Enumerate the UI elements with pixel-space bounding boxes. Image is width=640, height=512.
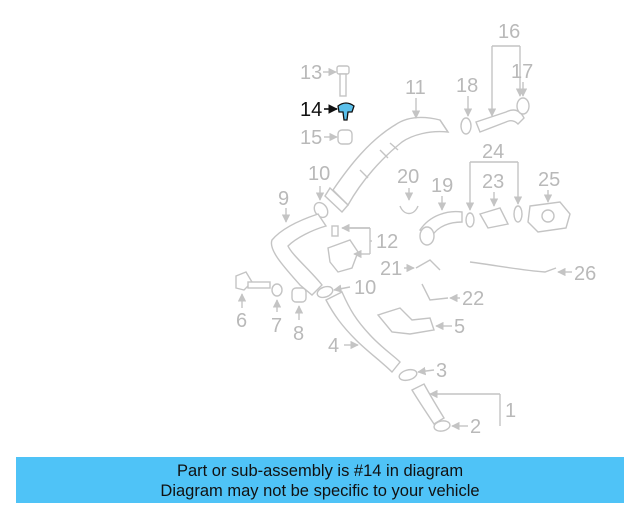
part-16-hose [475, 45, 525, 133]
label-11: 11 [405, 77, 426, 99]
label-3: 3 [436, 360, 447, 382]
label-15: 15 [300, 127, 322, 149]
part-1-pipe [411, 383, 501, 426]
part-3-clamp [398, 366, 435, 382]
label-7: 7 [271, 315, 282, 337]
part-18-clamp [460, 96, 473, 135]
part-14-clip [324, 102, 355, 121]
banner-line-1: Part or sub-assembly is #14 in diagram [176, 462, 464, 480]
label-4: 4 [328, 335, 339, 357]
label-6: 6 [236, 310, 247, 332]
part-23-hose [478, 192, 510, 229]
info-banner: Part or sub-assembly is #14 in diagram D… [16, 457, 624, 503]
part-26-line [469, 261, 572, 277]
label-17: 17 [511, 61, 533, 83]
label-2: 2 [470, 416, 481, 438]
label-14: 14 [300, 99, 322, 121]
label-5: 5 [454, 316, 465, 338]
label-21: 21 [380, 258, 402, 280]
label-23: 23 [482, 171, 504, 193]
label-18: 18 [456, 75, 478, 97]
part-13-bolt [323, 65, 350, 97]
banner-line-2: Diagram may not be specific to your vehi… [160, 482, 480, 500]
part-8-bushing [291, 287, 307, 320]
part-24-clamps [465, 161, 523, 228]
part-21-bracket [404, 259, 441, 273]
label-25: 25 [538, 169, 560, 191]
part-19-elbow [418, 196, 463, 246]
part-4-pipe [325, 291, 401, 374]
part-2-clamp [433, 420, 468, 432]
part-15-grommet [324, 129, 353, 145]
part-9-hose [270, 208, 328, 296]
parts-diagram: 1 2 3 4 5 6 7 8 9 10 10 11 12 13 14 15 1… [235, 21, 596, 438]
part-17-ring [516, 82, 530, 115]
part-11-intake-pipe [324, 98, 450, 214]
label-13: 13 [300, 62, 322, 84]
label-22: 22 [462, 288, 484, 310]
label-16: 16 [498, 21, 520, 43]
part-10-clamp-lower [316, 284, 351, 299]
label-12: 12 [376, 231, 398, 253]
label-24: 24 [482, 141, 504, 163]
part-25-valve [527, 190, 571, 233]
label-26: 26 [574, 263, 596, 285]
label-1: 1 [505, 400, 516, 422]
part-6-bolt [235, 271, 271, 308]
label-19: 19 [431, 175, 453, 197]
part-22-bracket [421, 283, 460, 303]
label-10-lower: 10 [354, 277, 376, 299]
label-9: 9 [278, 188, 289, 210]
part-7-washer [271, 283, 283, 312]
label-8: 8 [293, 323, 304, 345]
part-12-bracket [327, 223, 372, 273]
part-20-clip [399, 188, 419, 215]
label-10-upper: 10 [308, 163, 330, 185]
label-20: 20 [397, 166, 419, 188]
part-5-bracket [376, 307, 452, 335]
